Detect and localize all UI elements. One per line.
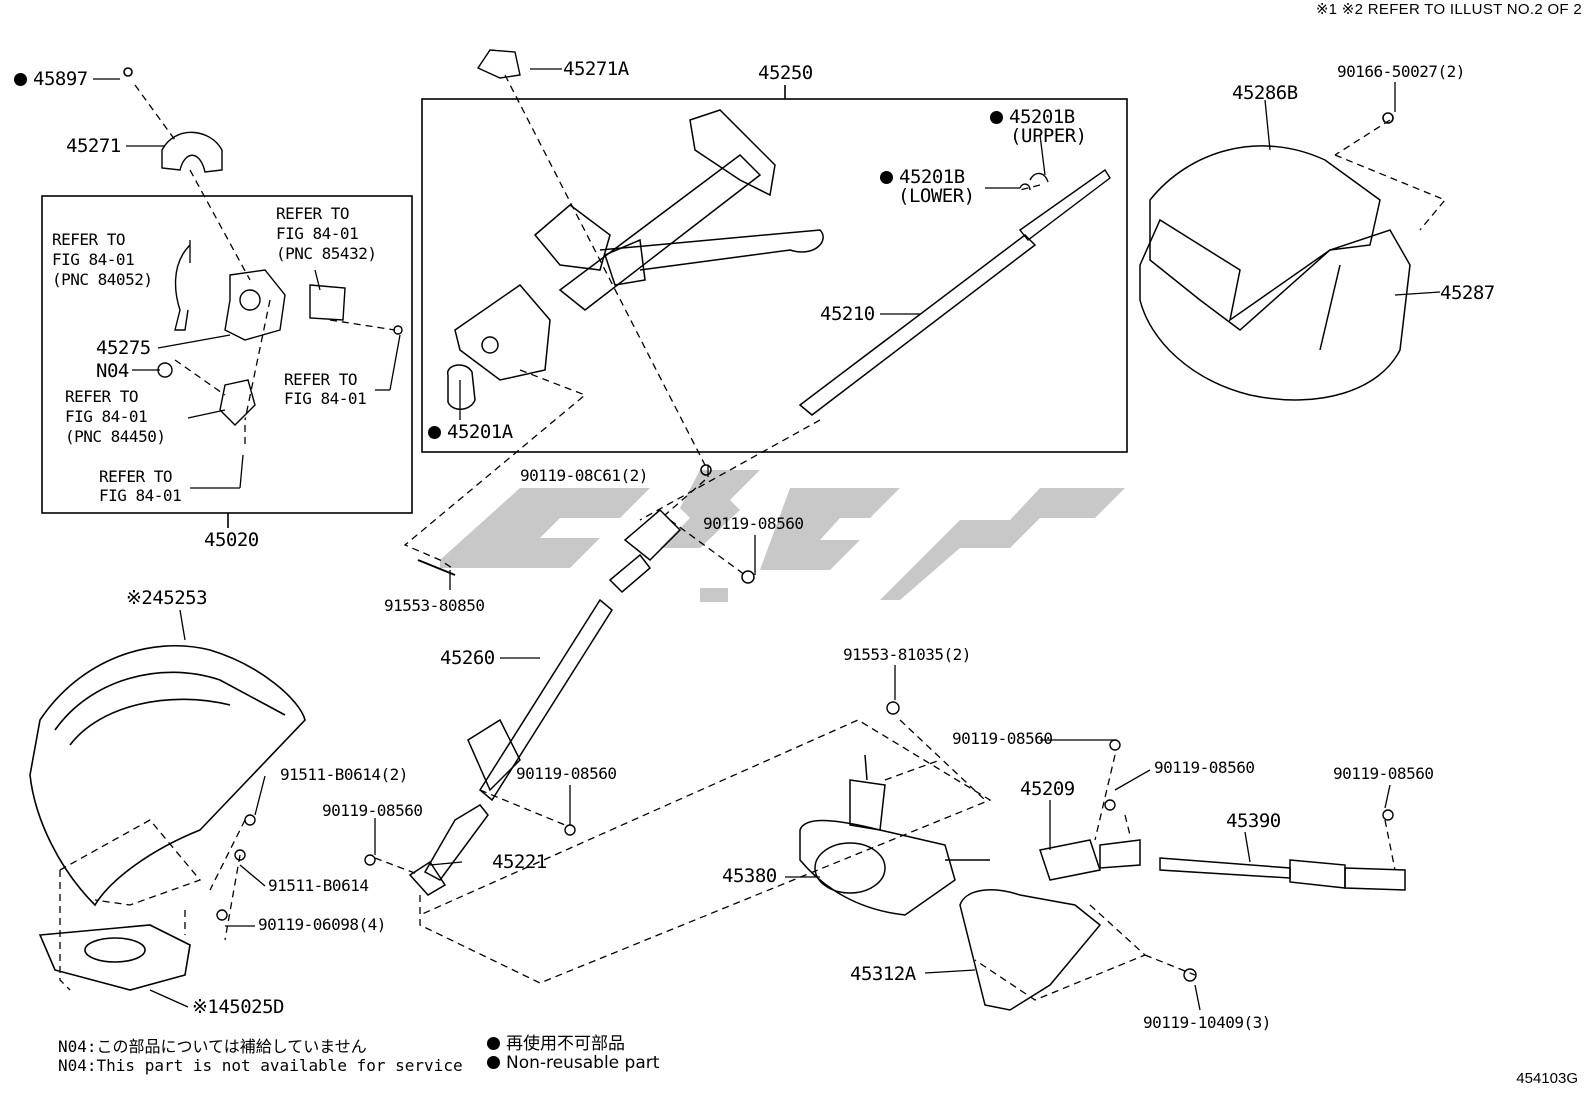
group-45250-frame xyxy=(421,98,1128,453)
label-45312a: 45312A xyxy=(850,963,916,985)
legend-n04-en: N04:This part is not available for servi… xyxy=(58,1056,463,1075)
label-45275: 45275 xyxy=(96,337,151,359)
refer-to-a1: REFER TO xyxy=(276,204,350,223)
refer-to-b1: REFER TO xyxy=(52,230,126,249)
label-91553-81035: 91553-81035(2) xyxy=(843,645,971,664)
label-90119-08560-b: 90119-08560 xyxy=(952,729,1053,748)
bracket-45312a xyxy=(959,889,1102,1011)
label-45201b-lower: 45201B xyxy=(880,168,965,187)
column-covers xyxy=(1139,145,1411,401)
label-45390: 45390 xyxy=(1226,810,1281,832)
nonreusable-dot-icon xyxy=(990,111,1003,124)
label-90166-50027: 90166-50027(2) xyxy=(1337,62,1465,81)
refer-to-c1: REFER TO xyxy=(284,370,358,389)
label-90119-08560-a: 90119-08560 xyxy=(703,514,804,533)
refer-to-c2: FIG 84-01 xyxy=(284,389,367,408)
label-45025d: ※145025D xyxy=(192,996,285,1018)
main-shaft-45210 xyxy=(798,234,1037,416)
label-45209: 45209 xyxy=(1020,778,1075,800)
refer-to-d1: REFER TO xyxy=(65,387,139,406)
watermark-logo xyxy=(440,470,1125,602)
ignition-switch-assy xyxy=(157,244,403,426)
refer-to-b3: (PNC 84052) xyxy=(52,270,153,289)
label-45201b-upper: 45201B xyxy=(990,108,1075,127)
group-45020-frame xyxy=(41,195,413,514)
label-45260: 45260 xyxy=(440,647,495,669)
refer-to-b2: FIG 84-01 xyxy=(52,250,135,269)
refer-to-a3: (PNC 85432) xyxy=(276,244,377,263)
refer-to-e2: FIG 84-01 xyxy=(99,486,182,505)
universal-joints xyxy=(1039,839,1406,891)
label-45271: 45271 xyxy=(66,135,121,157)
label-90119-08c61: 90119-08C61(2) xyxy=(520,466,648,485)
steering-column-45250 xyxy=(447,109,824,410)
label-n04: N04 xyxy=(96,360,129,382)
drawing-code: 454103G xyxy=(1516,1070,1578,1087)
label-45221: 45221 xyxy=(492,851,547,873)
intermediate-shaft-45260 xyxy=(408,464,755,896)
legend-nonreuse-en: Non-reusable part xyxy=(487,1053,659,1073)
header-note: ※1 ※2 REFER TO ILLUST NO.2 OF 2 xyxy=(1315,1,1582,18)
legend-nonreuse-jp: 再使用不可部品 xyxy=(487,1029,625,1054)
gear-box-45380 xyxy=(799,754,990,916)
label-90119-08560-f: 90119-08560 xyxy=(322,801,423,820)
label-45201a: 45201A xyxy=(428,423,513,442)
label-91511-b0614: 91511-B0614 xyxy=(268,876,369,895)
refer-to-a2: FIG 84-01 xyxy=(276,224,359,243)
label-lower: (LOWER) xyxy=(898,185,975,207)
refer-to-d2: FIG 84-01 xyxy=(65,407,148,426)
nonreusable-dot-icon xyxy=(487,1037,500,1050)
label-90119-10409: 90119-10409(3) xyxy=(1143,1013,1271,1032)
label-45250: 45250 xyxy=(758,62,813,84)
label-45380: 45380 xyxy=(722,865,777,887)
label-45897: 45897 xyxy=(14,70,88,89)
bolt-icons xyxy=(216,701,1394,982)
label-90119-06098: 90119-06098(4) xyxy=(258,915,386,934)
refer-to-e1: REFER TO xyxy=(99,467,173,486)
label-90119-08560-d: 90119-08560 xyxy=(1333,764,1434,783)
label-91511-b0614-2: 91511-B0614(2) xyxy=(280,765,408,784)
nonreusable-dot-icon xyxy=(487,1056,500,1069)
refer-to-d3: (PNC 84450) xyxy=(65,427,166,446)
nonreusable-dot-icon xyxy=(14,73,27,86)
nonreusable-dot-icon xyxy=(880,171,893,184)
label-upper: (UPPER) xyxy=(1010,125,1087,147)
label-90119-08560-c: 90119-08560 xyxy=(1154,758,1255,777)
label-45253: ※245253 xyxy=(126,587,208,609)
label-45271a: 45271A xyxy=(563,58,629,80)
column-hole-cover xyxy=(29,644,306,991)
label-90119-08560-e: 90119-08560 xyxy=(516,764,617,783)
label-45287: 45287 xyxy=(1440,282,1495,304)
nonreusable-dot-icon xyxy=(428,426,441,439)
clamp-45271 xyxy=(161,131,223,173)
label-45286b: 45286B xyxy=(1232,82,1298,104)
label-45020: 45020 xyxy=(204,529,259,551)
label-91553-80850: 91553-80850 xyxy=(384,596,485,615)
label-45210: 45210 xyxy=(820,303,875,325)
legend-n04-jp: N04:この部品については補給していません xyxy=(58,1037,367,1056)
